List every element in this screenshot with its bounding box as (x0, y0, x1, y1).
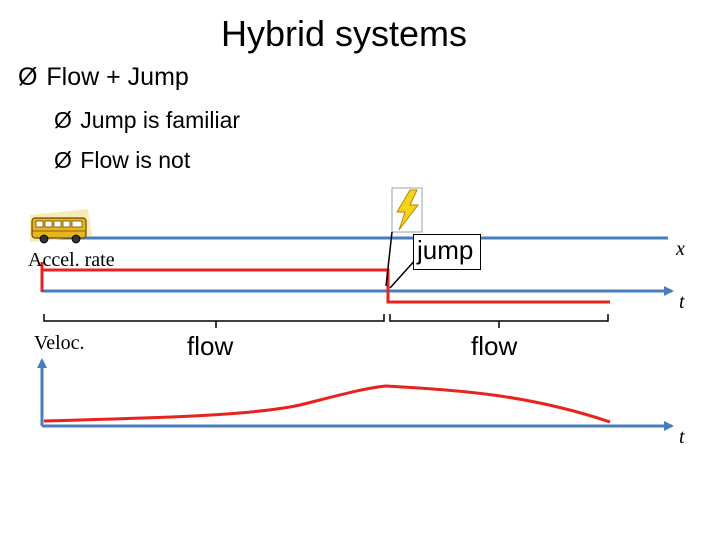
bullet-arrow-icon: Ø (18, 63, 38, 91)
x-axis-label: x (676, 238, 685, 260)
bullet-text: Flow + Jump (46, 63, 189, 91)
bullet-level2: Ø Jump is familiar (54, 104, 240, 136)
bullet-text: Jump is familiar (80, 107, 241, 133)
jump-callout-box (413, 234, 481, 270)
veloc-label: Veloc. (34, 332, 85, 354)
flow-brace-left (43, 314, 385, 328)
t-axis-label-bottom: t (679, 426, 685, 448)
bullet-level2: Ø Flow is not (54, 144, 190, 176)
accel-rate-signal (42, 268, 610, 304)
flow-label-right: flow (471, 331, 518, 361)
accel-rate-label: Accel. rate (28, 249, 115, 271)
slide-title: Hybrid systems (221, 13, 468, 54)
bullet-arrow-icon: Ø (54, 107, 72, 133)
school-bus-icon (30, 209, 92, 244)
bullet-text: Flow is not (80, 147, 191, 173)
lightning-bolt-icon (385, 187, 423, 287)
t-axis-label-top: t (679, 291, 685, 313)
flow-brace-right (389, 314, 609, 328)
velocity-curve (43, 384, 611, 424)
jump-callout-line (389, 257, 418, 289)
bullet-arrow-icon: Ø (54, 147, 72, 173)
flow-label-left: flow (187, 331, 234, 361)
jump-label: jump (417, 235, 474, 265)
bullet-level1: Ø Flow + Jump (18, 60, 189, 94)
